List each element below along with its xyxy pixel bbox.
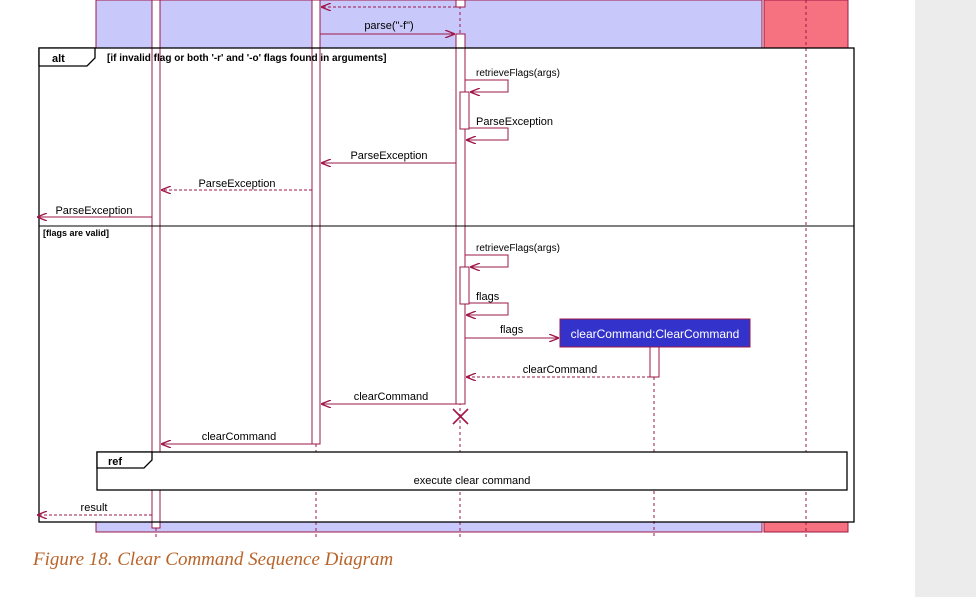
alt-frame-label: alt	[52, 53, 65, 65]
activation-parser-nested-1	[459, 91, 470, 130]
alt-frame-body	[39, 48, 854, 522]
retrieve-flags-2-label: retrieveFlags(args)	[476, 243, 560, 254]
activation-logic-manager	[311, 0, 321, 445]
clear-command-return-2-label: clearCommand	[354, 391, 429, 403]
figure-caption: Figure 18. Clear Command Sequence Diagra…	[33, 549, 394, 570]
right-sidebar	[915, 0, 976, 597]
clear-command-return-1-label: clearCommand	[523, 364, 598, 376]
activation-parser-top	[455, 0, 466, 8]
activation-parser	[455, 33, 466, 405]
parse-exception-return-2-label: ParseException	[198, 178, 275, 190]
flags-return-label: flags	[476, 291, 500, 303]
alt-frame-tab	[38, 47, 96, 67]
activation-parser-nested-2	[459, 266, 470, 305]
retrieve-flags-2-arrow	[465, 254, 509, 267]
clear-command-return-3-label: clearCommand	[202, 431, 277, 443]
ref-frame	[96, 451, 848, 491]
retrieve-flags-1-label: retrieveFlags(args)	[476, 68, 560, 79]
alt-frame	[38, 47, 855, 523]
alt-guard-2: [flags are valid]	[43, 228, 109, 238]
ref-frame-text: execute clear command	[414, 475, 531, 487]
clear-command-object-label: clearCommand:ClearCommand	[571, 327, 740, 341]
parse-exception-return-1-label: ParseException	[350, 150, 427, 162]
parse-exception-self-arrow	[467, 127, 509, 140]
ref-frame-tab	[96, 451, 153, 469]
retrieve-flags-1-arrow	[465, 79, 509, 92]
activation-ui	[151, 0, 161, 529]
flags-create-label: flags	[500, 324, 524, 336]
activation-clear-command	[649, 346, 660, 378]
parse-exception-self-label: ParseException	[476, 116, 553, 128]
clear-command-object-box	[559, 318, 751, 348]
alt-guard-1: [if invalid flag or both '-r' and '-o' f…	[107, 53, 387, 64]
result-return-label: result	[81, 502, 108, 514]
ref-frame-label: ref	[108, 456, 122, 468]
parse-call-label: parse("-f")	[364, 20, 413, 32]
parse-exception-return-3-label: ParseException	[55, 205, 132, 217]
flags-return-arrow	[467, 302, 509, 315]
destroy-marker	[452, 408, 469, 425]
